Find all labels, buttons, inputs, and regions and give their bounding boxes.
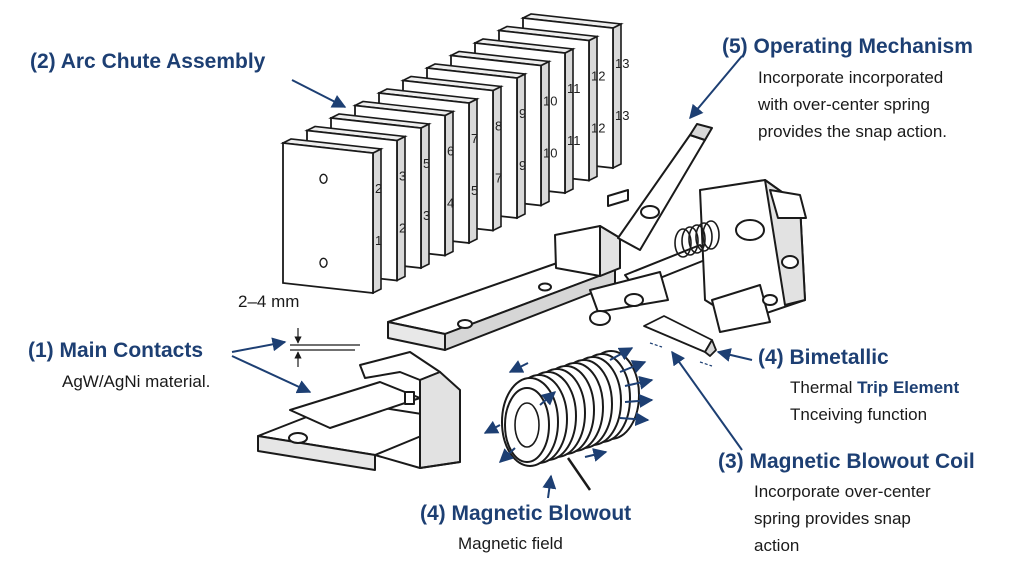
description-line: action [754, 536, 800, 555]
fixed-contact-block [257, 351, 461, 471]
mechanism-spring [674, 220, 720, 258]
operating-mechanism-title: (5) Operating Mechanism [722, 35, 973, 58]
description-line: Incorporate incorporated [758, 68, 944, 87]
magnetic-blowout-leader [542, 474, 557, 499]
main-contacts-leader-upper [231, 337, 287, 353]
blowout-coil-description: Incorporate over-center spring provides … [754, 478, 931, 559]
description-emphasis: Trip Element [857, 378, 960, 397]
magnetic-blowout-description: Magnetic field [458, 530, 563, 557]
leader-lines [231, 55, 753, 499]
plate-number: 2 [375, 181, 382, 196]
description-line: AgW/AgNi material. [62, 372, 211, 391]
plate-number: 7 [471, 131, 478, 146]
blowout-coil-leader [671, 350, 743, 451]
plate-number: 9 [519, 158, 526, 173]
description-line: Magnetic field [458, 534, 563, 553]
main-contacts-leader-lower [231, 355, 312, 394]
description-line: spring provides snap [754, 509, 911, 528]
gap-dimension [290, 328, 360, 367]
plate-number: 3 [423, 208, 430, 223]
plate-number: 7 [495, 171, 502, 186]
bimetallic-description: Thermal Trip Element Tnceiving function [790, 374, 959, 428]
description-line: provides the snap action. [758, 122, 948, 141]
plate-number: 12 [591, 69, 605, 84]
plate-number: 11 [567, 133, 581, 148]
plate-number: 6 [447, 144, 454, 159]
arc-chute-title: (2) Arc Chute Assembly [30, 50, 266, 73]
plate-number: 5 [471, 183, 478, 198]
plate-number: 4 [447, 196, 454, 211]
plate-number: 13 [615, 56, 629, 71]
plate-number: 12 [591, 121, 605, 136]
plate-number: 2 [399, 221, 406, 236]
blowout-coil-drawing [483, 347, 654, 491]
plate-number: 3 [399, 169, 406, 184]
description-line: with over-center spring [758, 95, 930, 114]
plate-number: 13 [615, 108, 629, 123]
arc-chute-leader [291, 79, 347, 108]
operating-mechanism-drawing [554, 123, 807, 333]
plate-number: 10 [543, 146, 557, 161]
bimetallic-leader [716, 348, 753, 362]
description-line: Incorporate over-center [754, 482, 931, 501]
description-text: Thermal [790, 378, 858, 397]
plate-number: 10 [543, 94, 557, 109]
blowout-coil-title: (3) Magnetic Blowout Coil [718, 450, 975, 473]
operating-mechanism-description: Incorporate incorporated with over-cente… [758, 64, 947, 145]
plate-number: 5 [423, 156, 430, 171]
description-line: Tnceiving function [790, 405, 928, 424]
magnetic-blowout-title: (4) Magnetic Blowout [420, 502, 632, 525]
main-contacts-description: AgW/AgNi material. [62, 368, 210, 395]
gap-label: 2–4 mm [238, 292, 300, 311]
bimetallic-strip [643, 315, 717, 367]
contact-arm [387, 261, 616, 351]
plate-number: 1 [375, 233, 382, 248]
arc-chute-plate: 21 [280, 138, 384, 295]
operating-mechanism-leader [689, 55, 743, 120]
plate-number: 8 [495, 119, 502, 134]
description-line: Thermal Trip Element [790, 374, 959, 401]
plate-number: 9 [519, 106, 526, 121]
main-contacts-title: (1) Main Contacts [28, 339, 204, 362]
plate-number: 11 [567, 81, 581, 96]
bimetallic-title: (4) Bimetallic [758, 346, 889, 369]
